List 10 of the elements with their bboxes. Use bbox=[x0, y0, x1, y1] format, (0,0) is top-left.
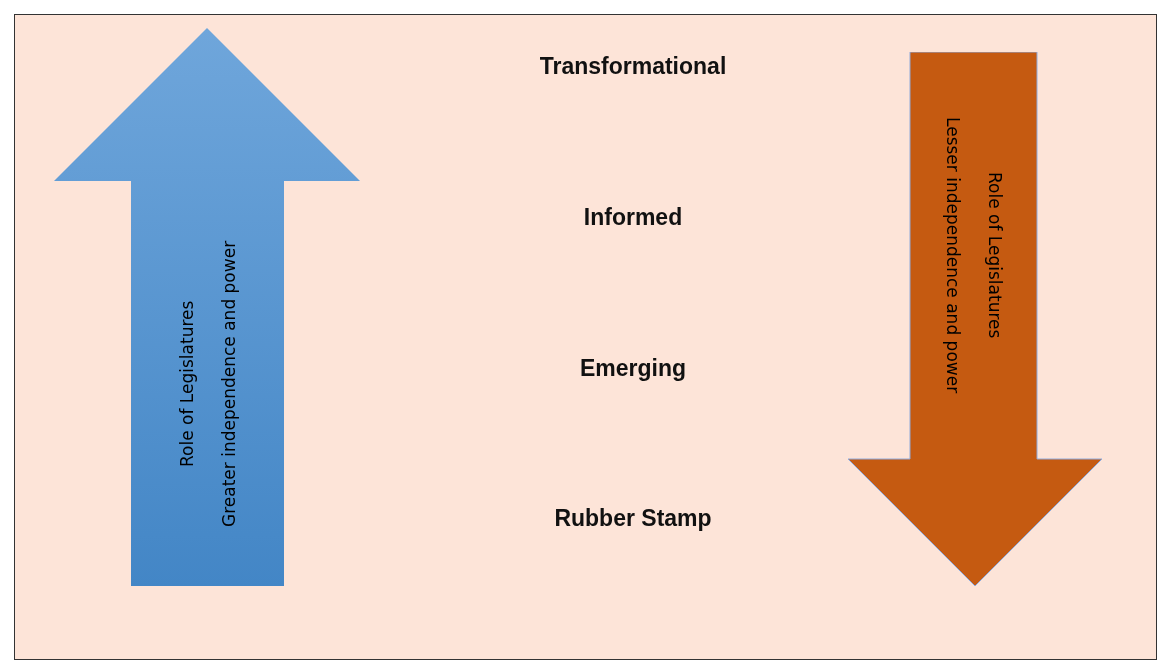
up-arrow bbox=[54, 28, 360, 586]
level-label: Transformational bbox=[539, 53, 727, 80]
arrow-text: Role of Legislatures bbox=[176, 300, 197, 467]
arrow-text: Role of Legislatures bbox=[984, 172, 1005, 339]
arrow-text: Lesser independence and power bbox=[942, 117, 963, 394]
level-label: Informed bbox=[583, 204, 683, 231]
level-label: Emerging bbox=[579, 355, 687, 382]
level-label: Rubber Stamp bbox=[554, 505, 712, 532]
arrow-text: Greater independence and power bbox=[218, 240, 239, 527]
down-arrow bbox=[848, 52, 1102, 586]
